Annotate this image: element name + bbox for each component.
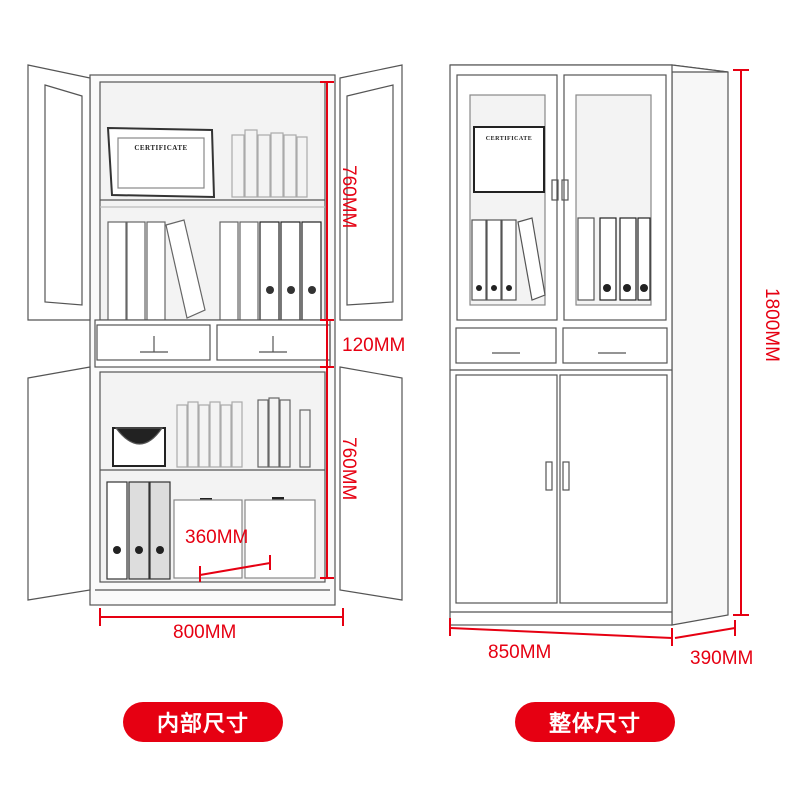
interior-width-label: 800MM	[173, 622, 237, 643]
overall-depth-label: 390MM	[690, 648, 754, 669]
interior-drawer-height-label: 120MM	[342, 335, 406, 356]
overall-height-label: 1800MM	[761, 288, 782, 362]
interior-dimensions-badge: 内部尺寸	[123, 702, 283, 742]
certificate-title-interior: CERTIFICATE	[134, 144, 188, 152]
interior-depth-label: 360MM	[185, 527, 249, 548]
overall-width-label: 850MM	[488, 642, 552, 663]
overall-cabinet-drawing	[449, 64, 729, 626]
interior-lower-height-label: 760MM	[338, 437, 359, 501]
dimension-lines	[99, 69, 749, 646]
interior-upper-height-label: 760MM	[338, 165, 359, 229]
overall-dimensions-badge: 整体尺寸	[515, 702, 675, 742]
interior-cabinet-drawing	[27, 64, 403, 606]
certificate-title-overall: CERTIFICATE	[485, 136, 533, 142]
